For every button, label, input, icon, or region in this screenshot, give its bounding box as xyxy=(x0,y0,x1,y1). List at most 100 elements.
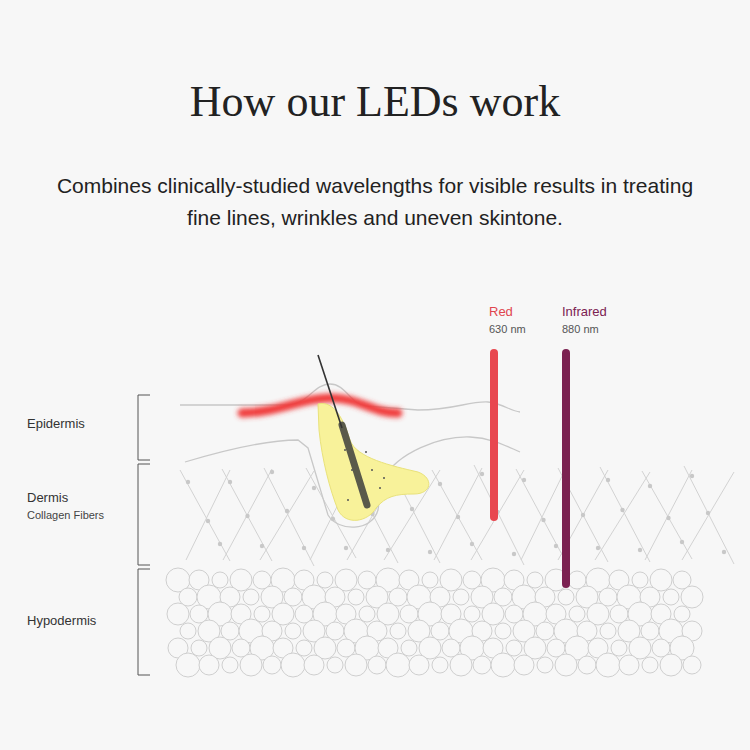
follicle-dot xyxy=(383,477,385,479)
collagen-fiber xyxy=(521,468,566,560)
fat-cell xyxy=(327,657,343,673)
collagen-fiber xyxy=(180,470,230,561)
collagen-node xyxy=(596,546,600,550)
hypodermis-bracket xyxy=(138,569,150,675)
collagen-node xyxy=(228,480,232,484)
fat-cell xyxy=(240,654,262,676)
follicle-dots xyxy=(344,449,385,501)
fat-cell xyxy=(254,606,270,622)
collagen-node xyxy=(512,552,516,556)
fat-cell xyxy=(632,572,648,588)
collagen-fiber xyxy=(516,469,566,562)
fat-cell xyxy=(263,656,281,674)
fat-cell xyxy=(537,657,553,673)
fat-cell xyxy=(212,572,228,588)
layer-label: Hypodermis xyxy=(27,613,96,628)
follicle-dot xyxy=(371,469,373,471)
fat-cell xyxy=(578,656,596,674)
fat-cell xyxy=(681,586,703,608)
collagen-node xyxy=(285,509,289,513)
fat-cell xyxy=(368,656,386,674)
layer-label: Epidermis xyxy=(27,416,85,431)
collagen-fiber xyxy=(595,472,650,560)
follicle-dot xyxy=(347,499,349,501)
wavelength-name: Red xyxy=(489,304,513,319)
fat-cell xyxy=(464,606,480,622)
collagen-node xyxy=(706,511,710,515)
collagen-node xyxy=(554,544,558,548)
collagen-fiber xyxy=(434,468,482,560)
collagen-node xyxy=(456,515,460,519)
caption: Combines clinically-studied wavelengths … xyxy=(55,170,695,234)
layer-label: Dermis xyxy=(27,490,68,505)
fat-cell xyxy=(317,572,333,588)
fat-cell xyxy=(359,606,375,622)
fat-cell xyxy=(569,606,585,622)
fat-cell xyxy=(600,623,616,639)
collagen-node xyxy=(666,516,670,520)
collagen-node xyxy=(428,550,432,554)
collagen-fiber xyxy=(223,469,272,560)
collagen-node xyxy=(386,548,390,552)
fat-cell xyxy=(663,589,679,605)
infrared-wavelength-bar xyxy=(562,353,570,584)
follicle-dot xyxy=(351,469,353,471)
collagen-node xyxy=(344,546,348,550)
fat-cell xyxy=(619,655,639,675)
fat-cell xyxy=(348,589,364,605)
red-wavelength-bar xyxy=(490,353,498,517)
collagen-node xyxy=(680,540,684,544)
collagen-node xyxy=(270,470,274,474)
collagen-node xyxy=(186,480,190,484)
collagen-node xyxy=(690,474,694,478)
follicle-dot xyxy=(344,449,346,451)
fat-cell xyxy=(642,657,658,673)
fat-cell xyxy=(191,640,207,656)
hair-root xyxy=(342,425,367,505)
fat-cell xyxy=(596,653,620,677)
collagen-node xyxy=(302,546,306,550)
collagen-node xyxy=(648,484,652,488)
fat-cell xyxy=(243,589,259,605)
collagen-node xyxy=(620,508,624,512)
dermis-bracket xyxy=(138,464,150,565)
follicle-dot xyxy=(379,487,381,489)
fat-cell xyxy=(473,656,491,674)
collagen-node xyxy=(480,472,484,476)
epidermis-bracket xyxy=(138,395,150,460)
collagen-fiber xyxy=(222,469,272,561)
fat-cell xyxy=(345,654,367,676)
collagen-fiber xyxy=(186,470,230,560)
hypodermis-cells xyxy=(166,568,703,677)
collagen-fiber xyxy=(682,472,734,560)
fat-cell xyxy=(222,657,238,673)
skin-surface xyxy=(180,384,520,412)
collagen-fiber xyxy=(645,470,692,560)
fat-cell xyxy=(555,654,577,676)
collagen-fibers xyxy=(180,465,734,566)
title: How our LEDs work xyxy=(0,76,750,127)
collagen-node xyxy=(522,478,526,482)
fat-cell xyxy=(453,589,469,605)
fat-cell xyxy=(611,640,627,656)
fat-cell xyxy=(199,655,219,675)
collagen-fiber xyxy=(260,471,314,560)
fat-cell xyxy=(390,623,406,639)
collagen-node xyxy=(410,507,414,511)
fat-cell xyxy=(285,623,301,639)
collagen-node xyxy=(218,542,222,546)
fat-cell xyxy=(674,606,690,622)
hair-follicle xyxy=(318,403,429,520)
fat-cell xyxy=(401,640,417,656)
layer-sublabel: Collagen Fibers xyxy=(27,509,104,521)
layer-brackets xyxy=(138,395,150,675)
fat-cell xyxy=(450,654,472,676)
collagen-node xyxy=(245,514,249,518)
fat-cell xyxy=(409,655,429,675)
fat-cell xyxy=(176,653,200,677)
fat-cell xyxy=(304,655,324,675)
fat-cell xyxy=(660,654,682,676)
collagen-node xyxy=(581,513,585,517)
fat-cell xyxy=(514,655,534,675)
collagen-fiber xyxy=(600,467,650,562)
